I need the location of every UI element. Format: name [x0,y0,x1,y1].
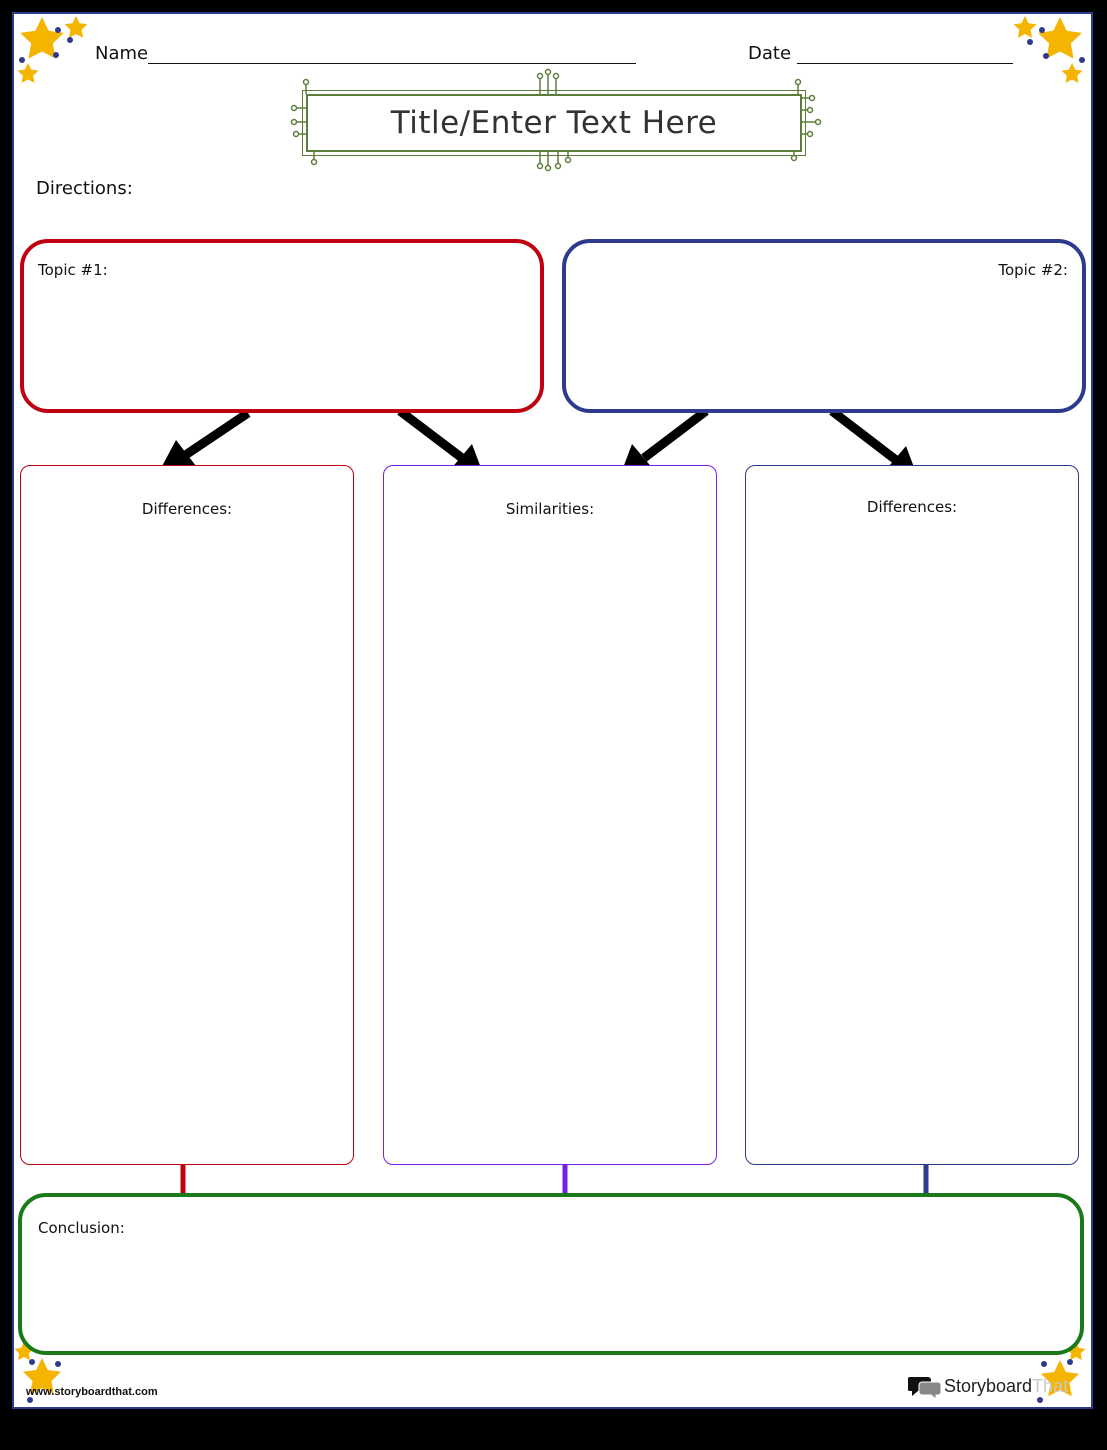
differences-left-label: Differences: [141,500,233,518]
arrow-icon [160,440,196,470]
dot-decoration [1027,27,1085,63]
date-line[interactable] [797,63,1013,64]
topic-1-box[interactable]: Topic #1: [20,239,544,413]
directions-label: Directions: [36,178,133,199]
brand-name-part2: That [1032,1375,1069,1396]
dot-decoration [27,1359,61,1403]
brand-name-part1: Storyboard [944,1375,1033,1396]
star-icon [1013,16,1083,83]
conclusion-label: Conclusion: [38,1219,125,1237]
topic-2-label: Topic #2: [998,261,1068,279]
similarities-label: Similarities: [505,500,595,518]
footer-url[interactable]: www.storyboardthat.com [26,1386,158,1398]
arrow-icon [181,409,251,460]
name-label: Name [95,43,149,64]
title-box[interactable]: Title/Enter Text Here [302,90,806,156]
page-title: Title/Enter Text Here [390,105,718,141]
topic-2-box[interactable]: Topic #2: [562,239,1086,413]
speech-bubble-icon [908,1377,942,1398]
arrow-icon [397,407,465,462]
dot-decoration [1037,1359,1073,1403]
title-frame-ornament [290,68,822,172]
similarities-box[interactable]: Similarities: [383,465,717,1165]
name-line[interactable] [148,63,636,64]
dot-decoration [19,27,73,63]
topic-1-label: Topic #1: [38,261,108,279]
date-label: Date [748,43,792,64]
star-icon [17,16,88,83]
arrow-icon [829,407,899,464]
differences-right-box[interactable]: Differences: [745,465,1079,1165]
conclusion-box[interactable]: Conclusion: [18,1193,1084,1355]
differences-left-box[interactable]: Differences: [20,465,354,1165]
differences-right-label: Differences: [866,498,958,516]
arrow-icon [641,407,709,462]
